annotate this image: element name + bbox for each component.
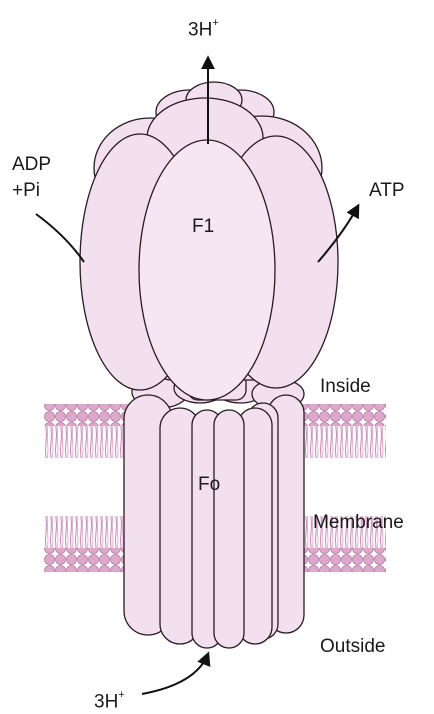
lipid-tails-upper-left xyxy=(44,426,128,458)
pi-label: +Pi xyxy=(12,180,40,202)
atp-label: ATP xyxy=(369,180,405,202)
adp-label: ADP xyxy=(12,154,51,176)
bottom-proton-arrow xyxy=(142,654,208,694)
fo-subunit xyxy=(124,360,304,648)
lipid-heads-top-right xyxy=(300,404,386,426)
outside-label: Outside xyxy=(320,636,385,658)
top-protons-label: 3H+ xyxy=(188,14,219,41)
lipid-heads-bottom-left xyxy=(44,548,128,572)
lipid-heads-top-left xyxy=(44,404,128,426)
lipid-heads-bottom-right xyxy=(300,548,386,572)
inside-label: Inside xyxy=(320,376,371,398)
f1-label: F1 xyxy=(192,216,214,238)
adp-arrow xyxy=(36,214,84,262)
fo-label: Fo xyxy=(198,474,220,496)
lipid-tails-lower-left xyxy=(44,516,128,548)
membrane-label: Membrane xyxy=(313,512,404,534)
bottom-protons-label: 3H+ xyxy=(94,686,125,713)
lipid-tails-upper-right xyxy=(300,426,386,458)
